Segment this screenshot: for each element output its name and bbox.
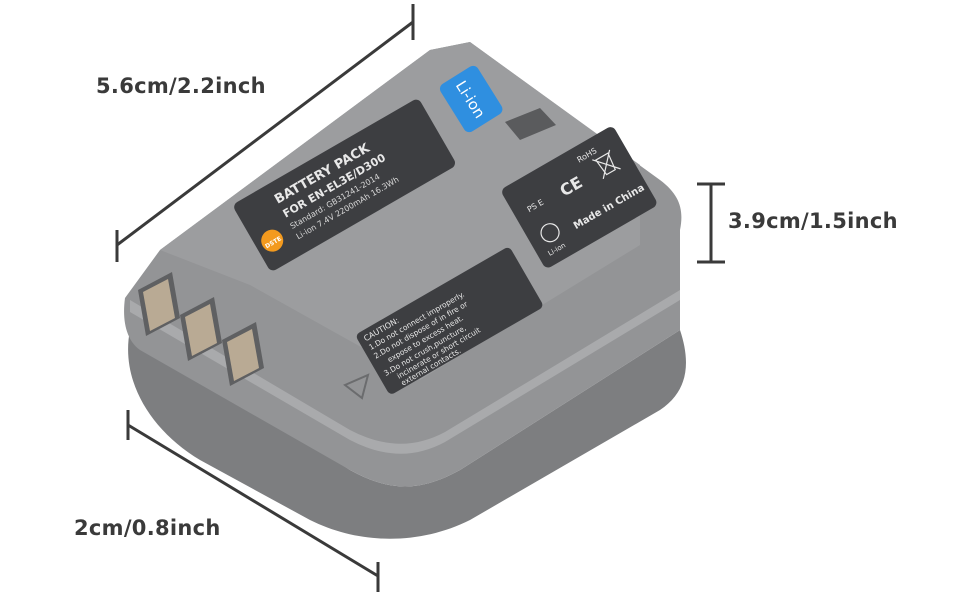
insert-arrow-icon (343, 373, 370, 400)
dimension-height-label: 3.9cm/1.5inch (728, 209, 898, 233)
recycle-icon (540, 223, 560, 243)
dimension-line-length (115, 4, 415, 262)
brand-logo (261, 229, 284, 252)
terminal-negative (222, 322, 264, 386)
dimension-length-label: 5.6cm/2.2inch (96, 74, 266, 98)
battery-front-face (128, 330, 686, 539)
weee-bin-icon (592, 149, 621, 180)
dimension-line-height (697, 182, 725, 264)
terminal-signal (180, 297, 222, 361)
li-ion-tag: Li-ion (439, 65, 503, 133)
cert-label: RoHS PS E CE Li-ion Made in China (502, 127, 657, 268)
dimension-line-depth (126, 410, 380, 592)
dimension-depth-label: 2cm/0.8inch (74, 516, 221, 540)
label-panel (234, 99, 455, 271)
terminal-positive (138, 272, 180, 336)
battery-terminals (138, 272, 264, 386)
latch-slot (505, 108, 556, 140)
